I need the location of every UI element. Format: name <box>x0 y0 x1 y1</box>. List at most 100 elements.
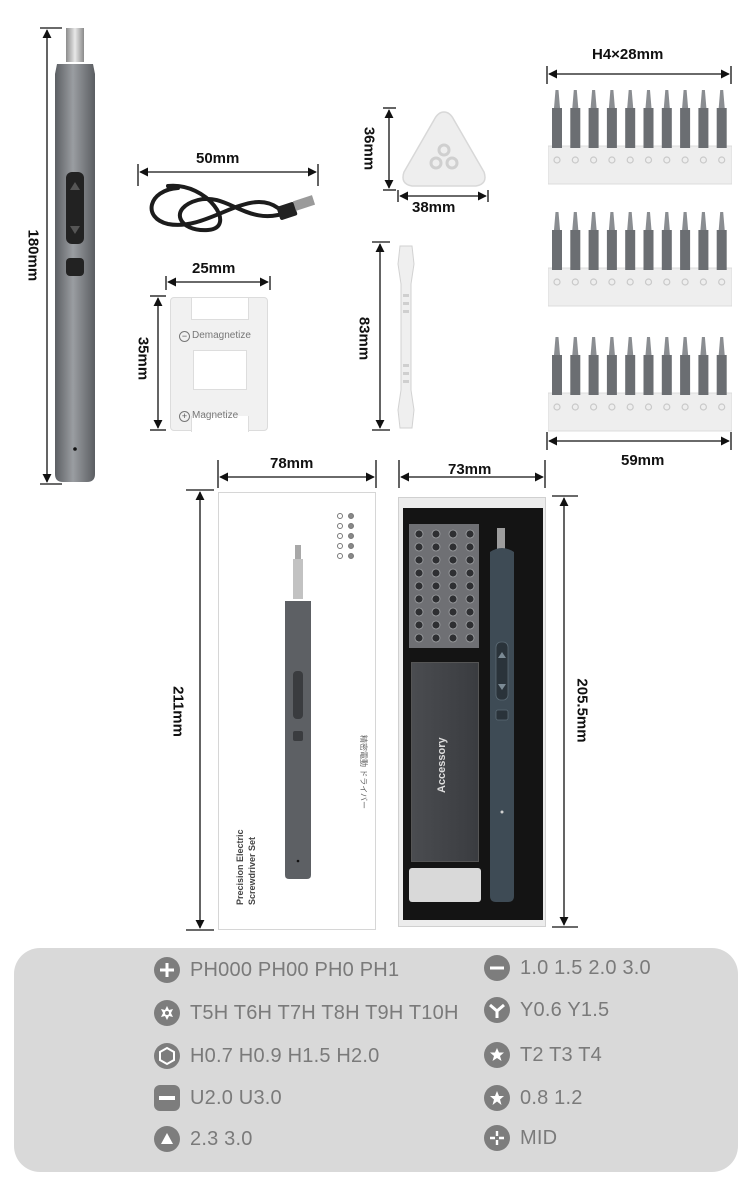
bit <box>625 90 636 148</box>
magnetize-label: Magnetize <box>192 410 239 421</box>
bit-tray-middle-image <box>548 212 732 307</box>
box-spec-icon <box>337 523 343 529</box>
spec-u-shape: U2.0 U3.0 <box>154 1083 282 1113</box>
bit <box>716 90 727 148</box>
tool-height-label: 83mm <box>355 316 373 361</box>
minus-icon: − <box>179 331 190 342</box>
bit <box>661 212 672 270</box>
bit <box>643 337 654 395</box>
spec-text: MID <box>520 1126 558 1149</box>
bit <box>606 337 617 395</box>
bit <box>588 90 599 148</box>
bit <box>588 337 599 395</box>
bit <box>716 337 727 395</box>
spec-text: U2.0 U3.0 <box>190 1086 282 1109</box>
bit <box>625 212 636 270</box>
triangle-icon <box>154 1126 180 1152</box>
box-title-line1: Precision Electric <box>235 829 245 905</box>
bit <box>606 212 617 270</box>
case-magnetizer <box>409 868 481 902</box>
tri-wing-icon <box>484 997 510 1023</box>
box-spec-icon <box>348 553 354 559</box>
bit <box>698 212 709 270</box>
box-spec-icon <box>348 543 354 549</box>
bit <box>606 90 617 148</box>
magnetizer-height-label: 35mm <box>134 336 152 381</box>
pry-tool-image <box>397 245 415 429</box>
bits-width-top-label: H4×28mm <box>592 46 664 63</box>
bit-tray-top-image <box>548 90 732 185</box>
hex-icon <box>154 1043 180 1069</box>
box-spec-icon <box>337 553 343 559</box>
spec-torx: T5H T6H T7H T8H T9H T10H <box>154 998 459 1028</box>
spec-text: T2 T3 T4 <box>520 1043 603 1066</box>
case-pen-image <box>490 528 514 902</box>
box-spec-icon <box>348 533 354 539</box>
box-width-label: 78mm <box>270 455 314 472</box>
box-spec-icon <box>337 543 343 549</box>
magnetizer-block: − Demagnetize + Magnetize <box>170 297 268 432</box>
bit <box>552 337 562 395</box>
accessory-box: Accessory <box>411 662 479 862</box>
box-spec-icon <box>337 533 343 539</box>
bit <box>552 90 562 148</box>
spec-text: H0.7 H0.9 H1.5 H2.0 <box>190 1044 380 1067</box>
case-width-label: 73mm <box>448 461 492 478</box>
box-spec-icon <box>337 513 343 519</box>
spec-text: 0.8 1.2 <box>520 1086 583 1109</box>
magnetizer-width-label: 25mm <box>192 260 236 277</box>
spec-phillips: PH000 PH00 PH0 PH1 <box>154 955 399 985</box>
bit <box>661 90 672 148</box>
screwdriver-pen-image <box>55 28 95 482</box>
bit <box>698 337 709 395</box>
bit <box>570 212 581 270</box>
pick-width-label: 38mm <box>412 199 456 216</box>
box-height-label: 211mm <box>169 686 187 737</box>
box-spec-icon <box>348 513 354 519</box>
case-bits-block <box>409 524 479 648</box>
spec-text: 2.3 3.0 <box>190 1127 253 1150</box>
retail-box: 精密電動 ドライバー Precision Electric Screwdrive… <box>218 492 376 930</box>
bit <box>643 212 654 270</box>
spec-text: 1.0 1.5 2.0 3.0 <box>520 956 651 979</box>
magnetizer-hole <box>193 350 247 390</box>
spec-hex: H0.7 H0.9 H1.5 H2.0 <box>154 1041 379 1071</box>
usb-cable-image <box>149 183 316 233</box>
bits-width-bottom-label: 59mm <box>621 452 665 469</box>
bit <box>661 337 672 395</box>
bit <box>680 337 691 395</box>
spec-text: Y0.6 Y1.5 <box>520 998 610 1021</box>
box-pen-image <box>285 545 311 879</box>
demagnetize-label: Demagnetize <box>192 330 251 341</box>
bit-tray-bottom-image <box>548 337 732 432</box>
spec-text: PH000 PH00 PH0 PH1 <box>190 958 400 981</box>
spec-tri-wing: Y0.6 Y1.5 <box>484 995 609 1025</box>
pentalobe-icon <box>484 1042 510 1068</box>
opening-pick-image <box>402 111 486 187</box>
bit-specs-panel: PH000 PH00 PH0 PH1 T5H T6H T7H T8H T9H T… <box>14 948 738 1172</box>
spec-mid: MID <box>484 1123 557 1153</box>
star-icon <box>484 1085 510 1111</box>
pick-height-label: 36mm <box>360 126 378 171</box>
spec-text: T5H T6H T7H T8H T9H T10H <box>190 1001 459 1024</box>
slotted-icon <box>484 955 510 981</box>
bit <box>680 90 691 148</box>
box-title-line2: Screwdriver Set <box>247 836 257 905</box>
bit <box>716 212 727 270</box>
cable-width-label: 50mm <box>196 150 240 167</box>
bit <box>643 90 654 148</box>
pen-height-label: 180mm <box>24 229 42 282</box>
mid-icon <box>484 1125 510 1151</box>
spec-slotted: 1.0 1.5 2.0 3.0 <box>484 953 651 983</box>
u-shape-icon <box>154 1085 180 1111</box>
box-spec-icon <box>348 523 354 529</box>
phillips-icon <box>154 957 180 983</box>
box-icon-grid <box>337 513 357 563</box>
spec-star: 0.8 1.2 <box>484 1083 583 1113</box>
case-height-label: 205.5mm <box>573 678 591 743</box>
open-case: Accessory <box>398 497 546 927</box>
bit <box>680 212 691 270</box>
bit <box>588 212 599 270</box>
spec-triangle: 2.3 3.0 <box>154 1124 253 1154</box>
